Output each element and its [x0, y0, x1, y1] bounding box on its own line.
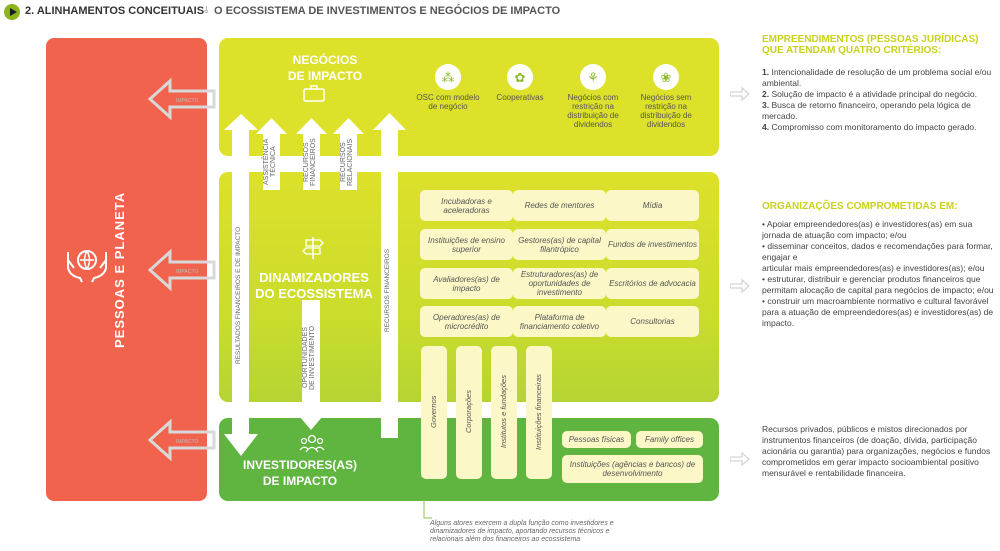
commitment-item: • estruturar, distribuir e gerenciar pro…	[762, 274, 994, 295]
business-type-coop: ✿ Cooperativas	[484, 64, 556, 102]
investor-pessoas-fisicas: Pessoas físicas	[562, 431, 631, 448]
up-arrow-head	[333, 118, 364, 134]
people-planet-label: PESSOAS E PLANETA	[112, 191, 127, 349]
investor-instituicoes: Instituições (agências e bancos) de dese…	[562, 455, 703, 483]
grid-cell: Gestores(as) de capital filantrópico	[513, 229, 606, 260]
up-arrow-head	[373, 113, 406, 130]
criterion-item: 1. Intencionalidade de resolução de um p…	[762, 67, 992, 88]
footnote: Alguns atores exercem a dupla função com…	[430, 520, 614, 543]
criteria-title: EMPREENDIMENTOS (PESSOAS JURÍDICAS) QUE …	[762, 34, 979, 56]
grid-cell: Consultorias	[606, 306, 699, 337]
grid-cell: Incubadoras e aceleradoras	[420, 190, 513, 221]
signpost-icon	[302, 237, 324, 259]
impact-arrow-label: IMPACTO	[176, 439, 198, 445]
column-instituicoes-financeiras: Instituições financeiras	[526, 346, 552, 479]
negocios-title: NEGÓCIOS DE IMPACTO	[287, 53, 363, 83]
business-type-osc: ⁂ OSC com modelo de negócio	[412, 64, 484, 111]
investor-description: Recursos privados, públicos e mistos dir…	[762, 424, 991, 478]
commitment-item: • disseminar conceitos, dados e recomend…	[762, 241, 993, 262]
impact-arrow-label: IMPACTO	[176, 269, 198, 275]
impact-arrow-bottom: IMPACTO	[148, 418, 216, 462]
people-planet-panel	[46, 38, 207, 501]
cooperative-icon: ✿	[507, 64, 533, 90]
commitment-item: • Apoiar empreendedores(as) e investidor…	[762, 219, 973, 240]
assistencia-label: ASSISTÊNCIA TÉCNICA	[263, 138, 277, 186]
resultados-flow	[232, 128, 249, 438]
divider-icon: ⫰	[204, 5, 209, 16]
investor-family-offices: Family offices	[636, 431, 703, 448]
play-icon[interactable]	[4, 4, 20, 20]
footnote-pointer-icon	[423, 500, 432, 519]
recursos-financeiros-long-flow	[381, 128, 398, 438]
dinamizadores-title: DINAMIZADORES DO ECOSSISTEMA	[255, 270, 373, 301]
right-arrow-icon	[730, 279, 750, 293]
impact-arrow-top: IMPACTO	[148, 77, 216, 121]
business-type-unrestricted: ❀ Negócios sem restrição na distribuição…	[630, 64, 702, 129]
down-arrow-head	[224, 434, 258, 456]
criterion-item: 2. Solução de impacto é a atividade prin…	[762, 89, 978, 99]
commitments-title: ORGANIZAÇÕES COMPROMETIDAS EM:	[762, 201, 958, 212]
grid-cell: Redes de mentores	[513, 190, 606, 221]
grid-cell: Operadores(as) de microcrédito	[420, 306, 513, 337]
column-institutos: Institutos e fundações	[491, 346, 517, 479]
briefcase-icon	[303, 85, 325, 102]
commitments-list: • Apoiar empreendedores(as) e investidor…	[762, 219, 994, 329]
up-arrow-head	[256, 118, 287, 134]
business-type-restricted: ⚘ Negócios com restrição na distribuição…	[557, 64, 629, 129]
up-arrow-head	[224, 114, 258, 130]
recursos-financeiros-flow	[303, 132, 320, 190]
right-arrow-icon	[730, 87, 750, 101]
arrows-icon: ⁂	[435, 64, 461, 90]
commitment-item: articular mais empreendedores(as) e inve…	[762, 263, 985, 273]
criterion-item: 3. Busca de retorno financeiro, operando…	[762, 100, 971, 121]
grid-cell: Escritórios de advocacia	[606, 268, 699, 299]
grid-cell: Plataforma de financiamento coletivo	[513, 306, 606, 337]
recursos-relacionais-label: RECURSOS RELACIONAIS	[340, 138, 354, 186]
up-arrow-head	[296, 118, 327, 134]
criteria-list: 1. Intencionalidade de resolução de um p…	[762, 67, 994, 133]
assistencia-flow	[263, 132, 280, 190]
criterion-item: 4. Compromisso com monitoramento do impa…	[762, 122, 977, 132]
section-label: 2. ALINHAMENTOS CONCEITUAIS	[25, 5, 205, 17]
right-arrow-icon	[730, 452, 750, 466]
column-corporacoes: Corporações	[456, 346, 482, 479]
commitment-item: • construir um macroambiente normativo e…	[762, 296, 994, 328]
negocios-box	[219, 38, 719, 156]
grid-cell: Mídia	[606, 190, 699, 221]
impact-arrow-label: IMPACTO	[176, 98, 198, 104]
grid-cell: Avaliadores(as) de impacto	[420, 268, 513, 299]
dividends-icon: ❀	[653, 64, 679, 90]
investidores-title: INVESTIDORES(AS) DE IMPACTO	[242, 458, 357, 488]
grid-cell: Estruturadores(as) de oportunidades de i…	[513, 268, 606, 299]
recursos-financeiros-label: RECURSOS FINANCEIROS	[303, 138, 317, 186]
grid-cell: Instituições de ensino superior	[420, 229, 513, 260]
column-governos: Governos	[421, 346, 447, 479]
restricted-dividends-icon: ⚘	[580, 64, 606, 90]
page-title: O ECOSSISTEMA DE INVESTIMENTOS E NEGÓCIO…	[214, 5, 561, 17]
people-planet-label-wrap: PESSOAS E PLANETA	[112, 120, 132, 420]
grid-cell: Fundos de investimentos	[606, 229, 699, 260]
oportunidades-flow	[302, 300, 320, 412]
people-icon	[299, 434, 325, 453]
hands-globe-icon	[67, 250, 107, 283]
oportunidades-label: OPORTUNIDADES DE INVESTIMENTO	[302, 325, 316, 391]
recursos-relacionais-flow	[340, 132, 357, 190]
recursos-financeiros-long-label: RECURSOS FINANCEIROS	[384, 248, 391, 332]
impact-arrow-middle: IMPACTO	[148, 248, 216, 292]
resultados-label: RESULTADOS FINANCEIROS E DE IMPACTO	[235, 226, 242, 364]
